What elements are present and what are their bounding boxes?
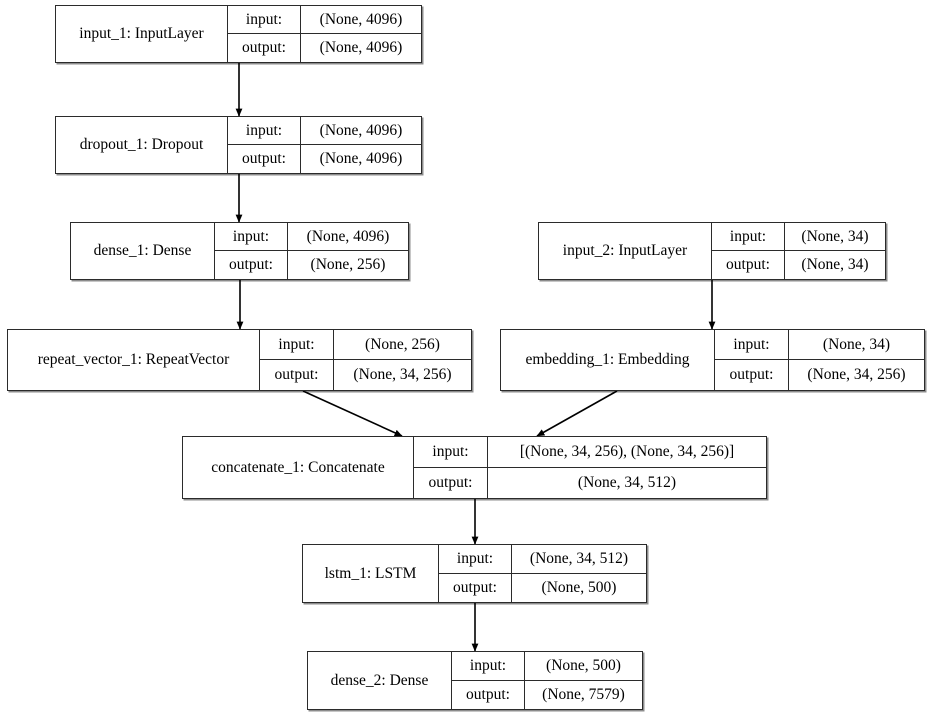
layer-name-label: dense_1: Dense — [93, 242, 192, 259]
input-label: input: — [715, 330, 789, 359]
layer-input-row: input: (None, 4096) — [228, 117, 421, 145]
input-shape-value: [(None, 34, 256), (None, 34, 256)] — [519, 442, 735, 460]
output-label: output: — [228, 34, 301, 62]
layer-input-row: input: (None, 4096) — [228, 6, 421, 34]
output-label: output: — [260, 360, 334, 390]
layer-input-row: input: (None, 500) — [452, 652, 642, 681]
input-label: input: — [215, 223, 288, 250]
output-label: output: — [715, 360, 789, 390]
input-shape-value: (None, 500) — [546, 656, 621, 674]
input-shape-value: (None, 4096) — [306, 227, 390, 245]
layer-name-label: repeat_vector_1: RepeatVector — [37, 351, 230, 368]
input-label: input: — [414, 437, 488, 467]
output-label: output: — [452, 680, 525, 709]
layer-name-label: input_2: InputLayer — [562, 242, 688, 259]
layer-output-row: output: (None, 34, 256) — [715, 360, 924, 390]
input-label: input: — [712, 223, 785, 250]
output-shape-value: (None, 500) — [541, 578, 617, 596]
input-label: input: — [260, 330, 334, 359]
output-shape-value: (None, 4096) — [319, 39, 403, 56]
layer-input-row: input: (None, 4096) — [215, 223, 408, 251]
layer-input-row: input: (None, 256) — [260, 330, 471, 360]
layer-output-row: output: (None, 34, 512) — [414, 467, 766, 498]
output-label: output: — [712, 251, 785, 279]
output-shape-value: (None, 34, 256) — [807, 366, 906, 383]
layer-io-table: input: (None, 34) output: (None, 34, 256) — [714, 330, 924, 390]
layer-io-table: input: [(None, 34, 256), (None, 34, 256)]… — [413, 437, 766, 498]
layer-node-dense_2[interactable]: dense_2: Dense input: (None, 500) output: (N… — [307, 651, 643, 710]
layer-name-label: dropout_1: Dropout — [79, 136, 204, 153]
layer-io-table: input: (None, 256) output: (None, 34, 256) — [259, 330, 471, 390]
layer-output-row: output: (None, 4096) — [228, 145, 421, 173]
output-label: output: — [215, 251, 288, 279]
layer-name-label: input_1: InputLayer — [79, 25, 204, 42]
input-shape-value: (None, 34) — [801, 227, 869, 245]
input-shape-value: (None, 34, 512) — [529, 549, 629, 567]
layer-node-lstm_1[interactable]: lstm_1: LSTM input: (None, 34, 512) output:… — [302, 544, 647, 603]
layer-input-row: input: [(None, 34, 256), (None, 34, 256)] — [414, 437, 766, 468]
layer-node-concatenate_1[interactable]: concatenate_1: Concatenate input: [(None, … — [182, 436, 767, 499]
layer-output-row: output: (None, 500) — [439, 573, 646, 602]
output-label: output: — [439, 573, 512, 602]
layer-name-label: concatenate_1: Concatenate — [211, 458, 385, 476]
output-shape-value: (None, 7579) — [542, 685, 625, 703]
layer-input-row: input: (None, 34) — [712, 223, 885, 251]
layer-node-embedding_1[interactable]: embedding_1: Embedding input: (None, 34) ou… — [500, 329, 925, 391]
layer-io-table: input: (None, 34) output: (None, 34) — [711, 223, 885, 279]
layer-io-table: input: (None, 4096) output: (None, 256) — [214, 223, 408, 279]
input-label: input: — [452, 652, 525, 680]
layer-output-row: output: (None, 256) — [215, 251, 408, 279]
input-shape-value: (None, 4096) — [319, 10, 403, 28]
layer-node-repeat_vector_1[interactable]: repeat_vector_1: RepeatVector input: (None… — [7, 329, 472, 391]
edge-embedding_1-to-concatenate_1 — [536, 390, 618, 437]
input-label: input: — [228, 117, 301, 144]
layer-output-row: output: (None, 4096) — [228, 34, 421, 62]
input-shape-value: (None, 34) — [822, 335, 891, 353]
output-shape-value: (None, 34, 512) — [577, 473, 677, 491]
layer-name-label: embedding_1: Embedding — [525, 351, 690, 368]
output-label: output: — [228, 145, 301, 173]
layer-node-dense_1[interactable]: dense_1: Dense input: (None, 4096) output: (… — [70, 222, 409, 280]
layer-io-table: input: (None, 500) output: (None, 7579) — [451, 652, 642, 709]
layer-name-label: lstm_1: LSTM — [324, 564, 417, 582]
output-shape-value: (None, 256) — [310, 256, 386, 273]
edge-repeat_vector_1-to-concatenate_1 — [302, 390, 403, 437]
output-shape-value: (None, 34) — [801, 256, 869, 273]
layer-output-row: output: (None, 34, 256) — [260, 360, 471, 390]
input-label: input: — [228, 6, 301, 33]
layer-name-label: dense_2: Dense — [330, 671, 429, 689]
layer-io-table: input: (None, 4096) output: (None, 4096) — [227, 6, 421, 62]
output-shape-value: (None, 34, 256) — [353, 366, 452, 383]
input-label: input: — [439, 545, 512, 573]
layer-output-row: output: (None, 34) — [712, 251, 885, 279]
output-shape-value: (None, 4096) — [319, 150, 403, 167]
output-label: output: — [414, 467, 488, 498]
layer-io-table: input: (None, 4096) output: (None, 4096) — [227, 117, 421, 173]
layer-input-row: input: (None, 34) — [715, 330, 924, 360]
input-shape-value: (None, 256) — [365, 335, 440, 353]
input-shape-value: (None, 4096) — [319, 121, 403, 139]
layer-io-table: input: (None, 34, 512) output: (None, 500) — [438, 545, 646, 602]
layer-input-row: input: (None, 34, 512) — [439, 545, 646, 574]
layer-output-row: output: (None, 7579) — [452, 680, 642, 709]
